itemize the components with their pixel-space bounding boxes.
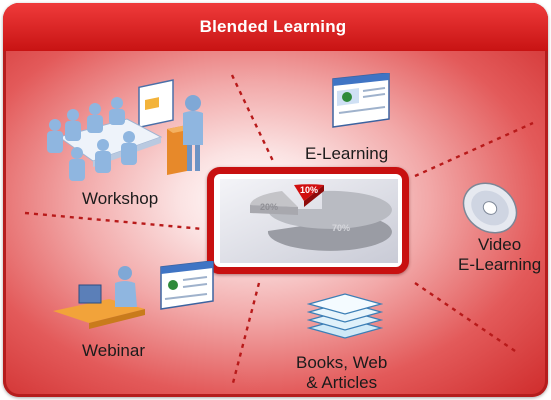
workshop-illustration [47, 79, 203, 181]
center-chart-frame: 10% 20% 70% [207, 167, 409, 274]
books-label-line1: Books, Web [296, 353, 388, 372]
video-disc-illustration [462, 182, 518, 234]
connector-books [414, 282, 519, 354]
elearning-label: E-Learning [305, 144, 389, 163]
pie-label-10: 10% [300, 185, 318, 195]
pie-chart-illustration: 10% 20% 70% [220, 179, 398, 263]
connector-webinar [231, 282, 261, 384]
connector-lines [24, 74, 534, 384]
video-elearning-label: Video E-Learning [458, 235, 541, 275]
connector-workshop [24, 211, 204, 231]
pie-label-20: 20% [260, 202, 278, 212]
diagram-panel: Blended Learning [3, 3, 548, 397]
books-label: Books, Web & Articles [296, 353, 387, 393]
connector-elearning [230, 74, 275, 162]
elearning-window-illustration [332, 73, 390, 128]
books-label-line2: & Articles [306, 373, 378, 392]
video-label-line1: Video [477, 235, 522, 254]
workshop-label: Workshop [82, 189, 159, 208]
connector-video [414, 121, 534, 178]
books-stack-illustration [307, 293, 383, 339]
diagram-title: Blended Learning [199, 17, 347, 36]
webinar-illustration [53, 261, 214, 329]
webinar-label: Webinar [82, 341, 145, 360]
video-label-line2: E-Learning [458, 255, 542, 274]
title-bar: Blended Learning [3, 3, 548, 51]
pie-label-70: 70% [332, 223, 350, 233]
